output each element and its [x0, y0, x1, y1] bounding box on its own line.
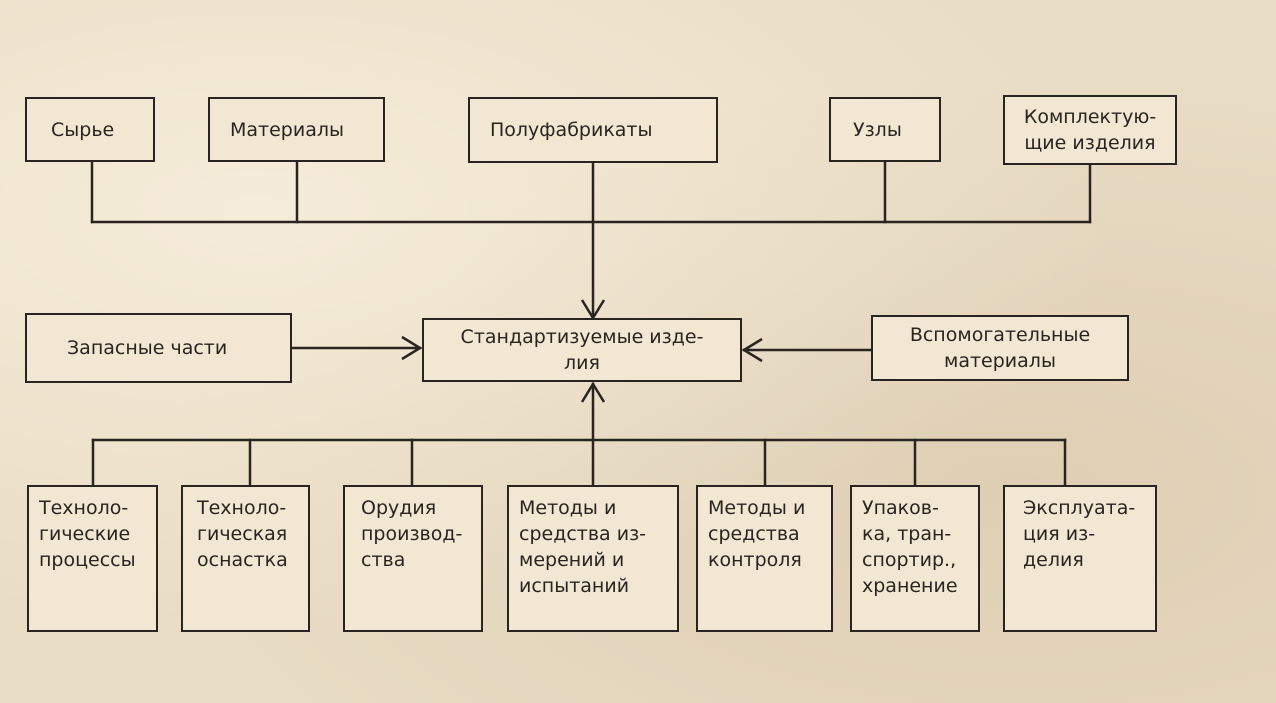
node-metody-kontrolya: Методы и средства контроля — [696, 485, 833, 632]
node-tekhnologicheskaya-osnastka: Техноло- гическая оснастка — [181, 485, 310, 632]
node-standartizuemye-izdeliya: Стандартизуемые изде- лия — [422, 318, 742, 382]
node-tekhnologicheskie-processy: Техноло- гические процессы — [27, 485, 158, 632]
node-komplektuyushchie: Комплектую- щие изделия — [1003, 95, 1177, 165]
node-uzly: Узлы — [829, 97, 941, 162]
node-orudiya-proizvodstva: Орудия производ- ства — [343, 485, 483, 632]
arrowhead-up-icon — [580, 381, 606, 403]
arrowhead-left-icon — [741, 337, 763, 363]
arrowhead-right-icon — [401, 335, 423, 361]
node-materialy: Материалы — [208, 97, 385, 162]
node-vspomogatelnye-materialy: Вспомогательные материалы — [871, 315, 1129, 381]
node-ekspluataciya: Эксплуата- ция из- делия — [1003, 485, 1157, 632]
node-syrye: Сырье — [25, 97, 155, 162]
node-polufabrikaty: Полуфабрикаты — [468, 97, 718, 163]
node-metody-izmereniy: Методы и средства из- мерений и испытани… — [507, 485, 679, 632]
node-zapasnye-chasti: Запасные части — [25, 313, 292, 383]
node-upakovka-hranenie: Упаков- ка, тран- спортир., хранение — [850, 485, 980, 632]
